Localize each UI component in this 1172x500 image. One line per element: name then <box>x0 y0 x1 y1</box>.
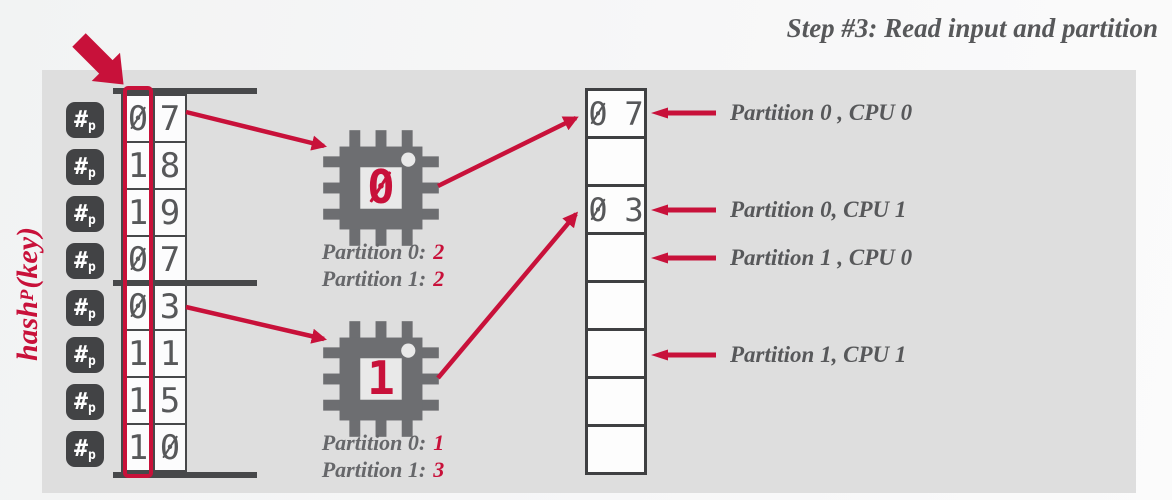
badge-slot: #p <box>66 284 104 331</box>
hash-partition-icon: #p <box>66 383 104 420</box>
badge-slot: #p <box>66 237 104 284</box>
label-partition1-cpu0: Partition 1 , CPU 0 <box>650 244 912 272</box>
hash-partition-icon: #p <box>66 289 104 326</box>
cpu-chip-0-icon: 0 <box>321 128 441 248</box>
badge-slot: #p <box>66 96 104 143</box>
left-arrow-icon <box>651 107 716 119</box>
key-digit-cell: 1 <box>123 331 155 378</box>
output-cell <box>588 283 644 331</box>
badge-slot: #p <box>66 190 104 237</box>
key-digit-cell: 1 <box>123 425 155 470</box>
hash-badge-column: #p #p #p #p #p #p #p #p <box>66 96 104 472</box>
left-arrow-icon <box>651 349 716 361</box>
chip-0-number: 0 <box>367 160 395 214</box>
badge-slot: #p <box>66 143 104 190</box>
table-top-rail <box>113 88 257 94</box>
key-digit-cell: 7 <box>155 237 185 284</box>
hash-partition-icon: #p <box>66 101 104 138</box>
count-line: Partition 0:1 <box>321 430 445 455</box>
left-arrow-icon <box>651 252 716 264</box>
count-line: Partition 0:2 <box>321 239 445 264</box>
hash-partition-icon: #p <box>66 195 104 232</box>
hash-partition-icon: #p <box>66 242 104 279</box>
hash-label-main: hash <box>11 300 44 362</box>
key-digit-cell: 1 <box>123 190 155 237</box>
key-digit-cell: 0 <box>159 427 181 468</box>
badge-slot: #p <box>66 425 104 472</box>
key-digit-cell: 1 <box>155 331 185 378</box>
key-digit-cell: 5 <box>155 378 185 425</box>
key-digit-cell: 0 <box>123 96 155 143</box>
label-partition1-cpu1: Partition 1, CPU 1 <box>650 341 906 369</box>
table-mid-rail <box>113 280 257 286</box>
chip-1-partition-counts: Partition 0:1 Partition 1:3 <box>263 429 503 483</box>
label-partition0-cpu1: Partition 0, CPU 1 <box>650 196 906 224</box>
key-digit-cell: 3 <box>155 284 185 331</box>
output-cell <box>588 331 644 379</box>
output-cell <box>588 139 644 187</box>
chip-1-number: 1 <box>367 351 395 405</box>
partition-digit-highlight <box>123 86 153 478</box>
key-digit-cell: 7 <box>155 96 185 143</box>
badge-slot: #p <box>66 378 104 425</box>
label-partition0-cpu0: Partition 0 , CPU 0 <box>650 99 912 127</box>
output-cell <box>588 379 644 427</box>
cpu-chip-1-icon: 1 <box>321 319 441 439</box>
hash-partition-icon: #p <box>66 430 104 467</box>
table-bottom-rail <box>113 472 257 478</box>
count-line: Partition 1:3 <box>321 457 445 482</box>
hash-partition-icon: #p <box>66 148 104 185</box>
key-digit-cell: 0 <box>123 284 155 331</box>
key-digit-cell: 1 <box>123 378 155 425</box>
key-digit-cell: 8 <box>155 143 185 190</box>
hash-partition-icon: #p <box>66 336 104 373</box>
output-cell <box>588 235 644 283</box>
count-line: Partition 1:2 <box>321 266 445 291</box>
hash-label-rest: (key) <box>11 226 44 289</box>
left-arrow-icon <box>651 204 716 216</box>
output-cell <box>588 427 644 472</box>
key-digit-cell: 1 <box>123 143 155 190</box>
hash-label-subscript: P <box>17 289 38 301</box>
chip-0-partition-counts: Partition 0:2 Partition 1:2 <box>263 238 503 292</box>
key-digit-cell: 9 <box>155 190 185 237</box>
badge-slot: #p <box>66 331 104 378</box>
chip-graphic <box>323 321 439 437</box>
page-title: Step #3: Read input and partition <box>786 13 1158 43</box>
